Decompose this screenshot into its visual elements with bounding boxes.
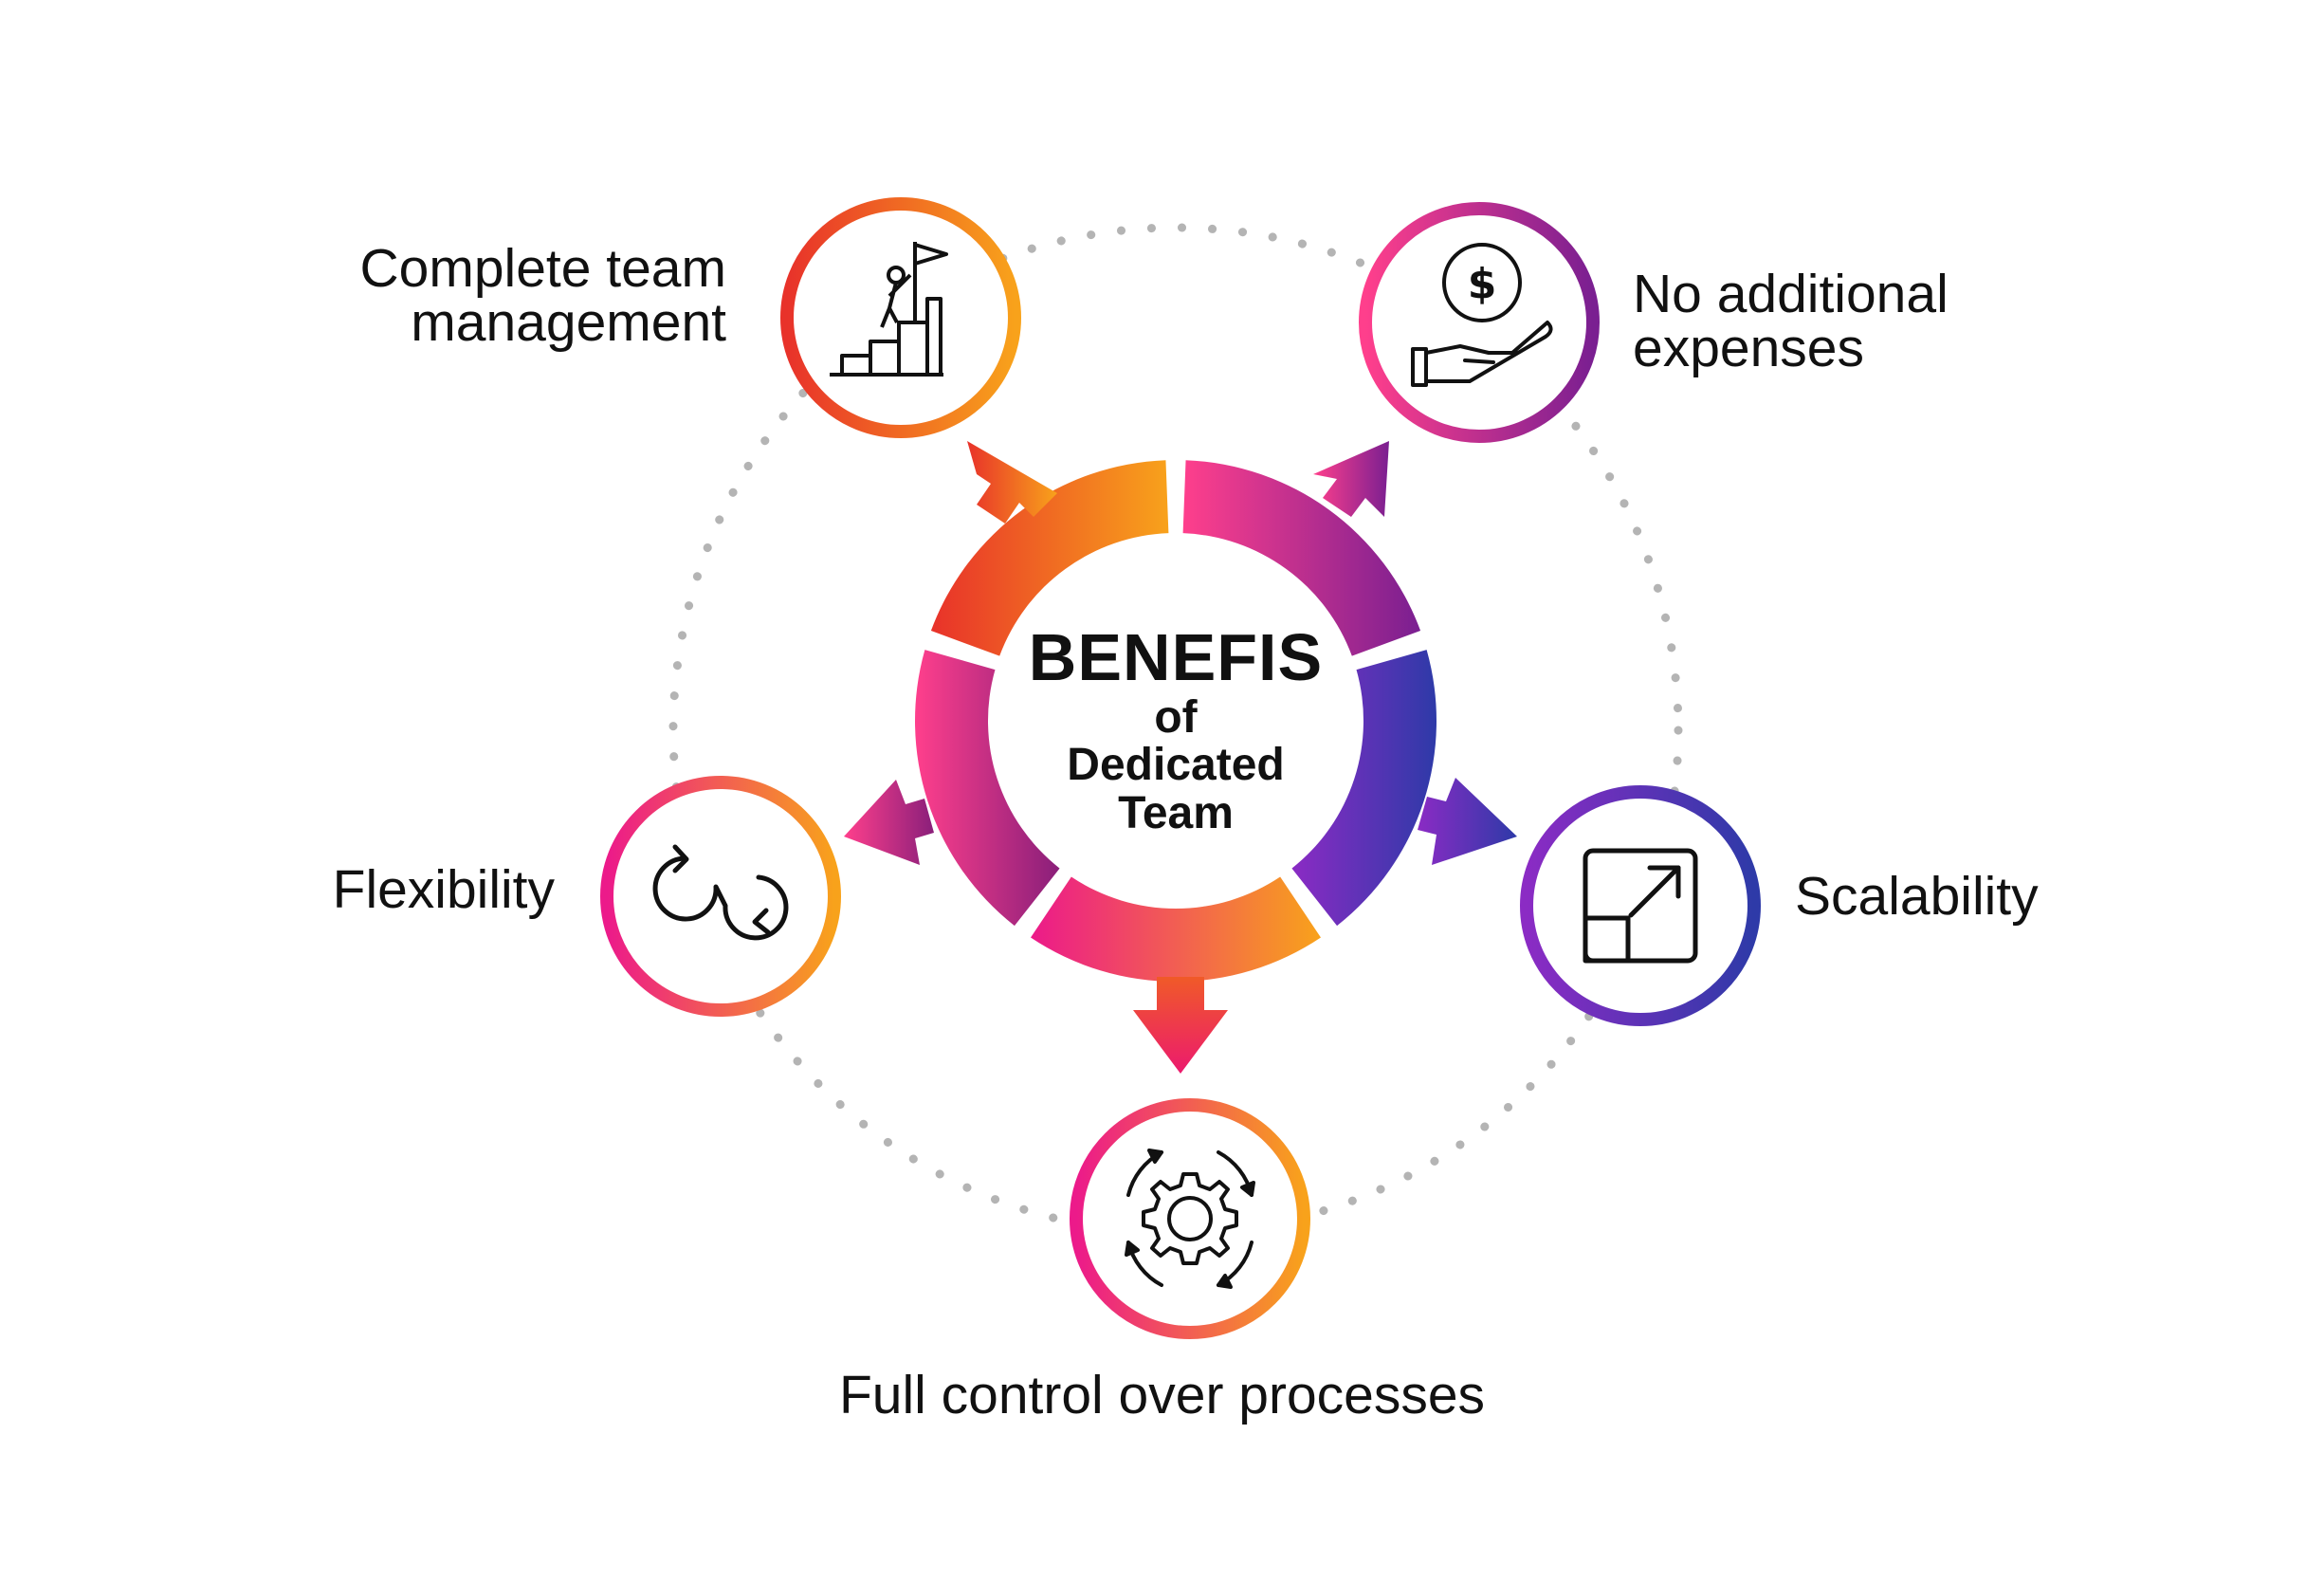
label-complete-team-management: Complete team management xyxy=(359,238,726,353)
center-ring xyxy=(915,460,1437,982)
circle-full-control-over-processes xyxy=(1070,1098,1310,1339)
ring-segment-top-left xyxy=(930,460,1169,656)
ring-segment-right xyxy=(1291,650,1437,927)
arrow-down xyxy=(1133,977,1228,1074)
label-no-additional-expenses: No additional expenses xyxy=(1633,264,1949,378)
dollar-hand-icon: $ xyxy=(1411,243,1553,387)
circle-no-additional-expenses xyxy=(1359,202,1600,443)
label-scalability: Scalability xyxy=(1795,866,2039,927)
ring-segment-bottom xyxy=(1031,876,1321,982)
arrow-left xyxy=(844,780,934,865)
loop-arrows-icon xyxy=(652,844,789,941)
gear-cycle-icon xyxy=(1125,1149,1255,1289)
center-subtitle-line-2: Dedicated xyxy=(1067,740,1285,791)
climbing-flag-icon xyxy=(830,242,948,377)
arrow-up-left xyxy=(967,441,1057,524)
arrows-group xyxy=(844,441,1517,1074)
center-title: BENEFIS of Dedicated Team xyxy=(986,621,1365,837)
label-flexibility: Flexibility xyxy=(332,859,555,920)
arrow-right xyxy=(1418,778,1517,865)
svg-text:$: $ xyxy=(1468,260,1497,308)
label-full-control-over-processes: Full control over processes xyxy=(838,1365,1486,1425)
center-subtitle-line-3: Team xyxy=(1118,787,1234,838)
ring-segment-left xyxy=(915,650,1060,927)
arrow-up-right xyxy=(1313,441,1389,517)
center-title-heading: BENEFIS xyxy=(1028,620,1324,694)
center-subtitle-line-1: of xyxy=(1154,692,1198,743)
resize-arrow-icon xyxy=(1583,848,1698,964)
ring-segment-top-right xyxy=(1182,460,1421,656)
circle-complete-team-management xyxy=(780,197,1021,438)
